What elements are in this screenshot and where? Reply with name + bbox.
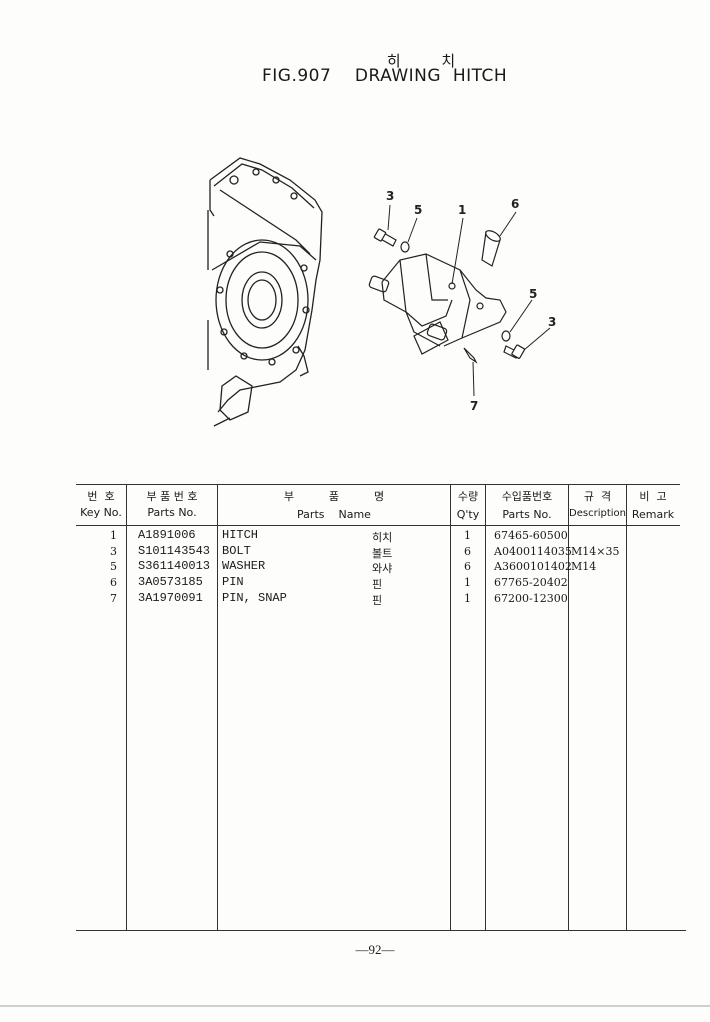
header-part-name-en: Parts Name bbox=[297, 508, 371, 521]
cell-qty: 6 bbox=[464, 545, 471, 558]
callout-1: 1 bbox=[458, 203, 466, 217]
header-part-no-ko: 부 품 번 호 bbox=[146, 490, 198, 503]
cell-part-name-ko: 히치 bbox=[372, 531, 393, 544]
cell-part-no: 3A0573185 bbox=[138, 575, 203, 589]
header-key-ko: 번 호 bbox=[87, 490, 115, 503]
header-description-ko: 규 격 bbox=[583, 490, 612, 503]
column-divider bbox=[568, 484, 569, 930]
cell-part-name-ko: 핀 bbox=[372, 594, 383, 607]
callout-leaders bbox=[387, 204, 551, 397]
snap-pin-part bbox=[463, 347, 478, 364]
callout-6: 6 bbox=[511, 197, 519, 211]
header-description-en: Description bbox=[569, 508, 626, 519]
cell-description: M14×35 bbox=[571, 545, 620, 558]
header-qty-ko: 수량 bbox=[457, 490, 479, 503]
cell-part-no: S101143543 bbox=[138, 544, 211, 558]
column-divider bbox=[126, 484, 127, 930]
washer-part-top bbox=[400, 241, 410, 253]
cell-key: 7 bbox=[110, 592, 117, 605]
cell-import-no: A3600101402 bbox=[494, 560, 572, 573]
callout-3-bottom: 3 bbox=[548, 315, 556, 329]
cell-key: 6 bbox=[110, 576, 117, 589]
cell-key: 1 bbox=[110, 529, 117, 542]
table-top-rule bbox=[76, 484, 680, 485]
cell-qty: 1 bbox=[464, 529, 471, 542]
cell-import-no: 67465-60500 bbox=[494, 529, 568, 542]
header-import-no-en: Parts No. bbox=[502, 508, 552, 521]
page-number: —92— bbox=[355, 942, 395, 957]
cell-part-name: PIN bbox=[222, 575, 244, 589]
callout-7: 7 bbox=[470, 399, 478, 413]
header-import-no-ko: 수입품번호 bbox=[501, 490, 553, 503]
cell-part-no: S361140013 bbox=[138, 559, 211, 573]
cell-import-no: 67765-20402 bbox=[494, 576, 568, 589]
page-title: FIG.907 DRAWING HITCH bbox=[262, 66, 508, 86]
header-qty-en: Q'ty bbox=[456, 508, 480, 521]
cell-import-no: 67200-12300 bbox=[494, 592, 568, 605]
cell-description: M14 bbox=[571, 560, 597, 573]
header-remark-en: Remark bbox=[631, 508, 675, 521]
callout-5-top: 5 bbox=[414, 203, 422, 217]
drawing-hitch-diagram: 1 3 5 6 5 3 7 bbox=[207, 157, 556, 427]
cell-part-name-ko: 핀 bbox=[372, 578, 383, 591]
cell-key: 3 bbox=[110, 545, 117, 558]
column-divider bbox=[485, 484, 486, 930]
hitch-assembly-drawing bbox=[368, 253, 507, 355]
callout-3-top: 3 bbox=[386, 189, 394, 203]
scan-edge-rule bbox=[0, 1005, 710, 1007]
cell-part-name-ko: 볼트 bbox=[372, 547, 393, 560]
cell-part-name: PIN, SNAP bbox=[222, 591, 287, 605]
column-divider bbox=[626, 484, 627, 930]
cell-qty: 1 bbox=[464, 592, 471, 605]
pin-part bbox=[481, 230, 501, 267]
cell-part-name: BOLT bbox=[222, 544, 251, 558]
cell-key: 5 bbox=[110, 560, 117, 573]
bolt-part-top bbox=[373, 228, 397, 247]
table-bottom-rule bbox=[76, 930, 686, 931]
callout-5-bottom: 5 bbox=[529, 287, 537, 301]
column-divider bbox=[217, 484, 218, 930]
cell-part-name: HITCH bbox=[222, 528, 259, 542]
table-header-rule bbox=[76, 525, 680, 526]
header-part-no-en: Parts No. bbox=[147, 506, 197, 519]
header-remark-ko: 비 고 bbox=[639, 490, 667, 503]
cell-import-no: A0400114035 bbox=[494, 545, 572, 558]
column-divider bbox=[450, 484, 451, 930]
washer-part-bottom bbox=[501, 330, 511, 342]
cell-part-no: A1891006 bbox=[138, 528, 196, 542]
cell-part-name: WASHER bbox=[222, 559, 266, 573]
transmission-housing-drawing bbox=[207, 157, 323, 427]
cell-part-name-ko: 와샤 bbox=[372, 562, 393, 575]
header-part-name-ko: 부 품 명 bbox=[283, 490, 385, 503]
cell-qty: 1 bbox=[464, 576, 471, 589]
bolt-part-bottom bbox=[503, 344, 526, 359]
title-korean: 히 치 bbox=[386, 52, 474, 70]
header-key-en: Key No. bbox=[80, 506, 122, 519]
cell-qty: 6 bbox=[464, 560, 471, 573]
cell-part-no: 3A1970091 bbox=[138, 591, 203, 605]
